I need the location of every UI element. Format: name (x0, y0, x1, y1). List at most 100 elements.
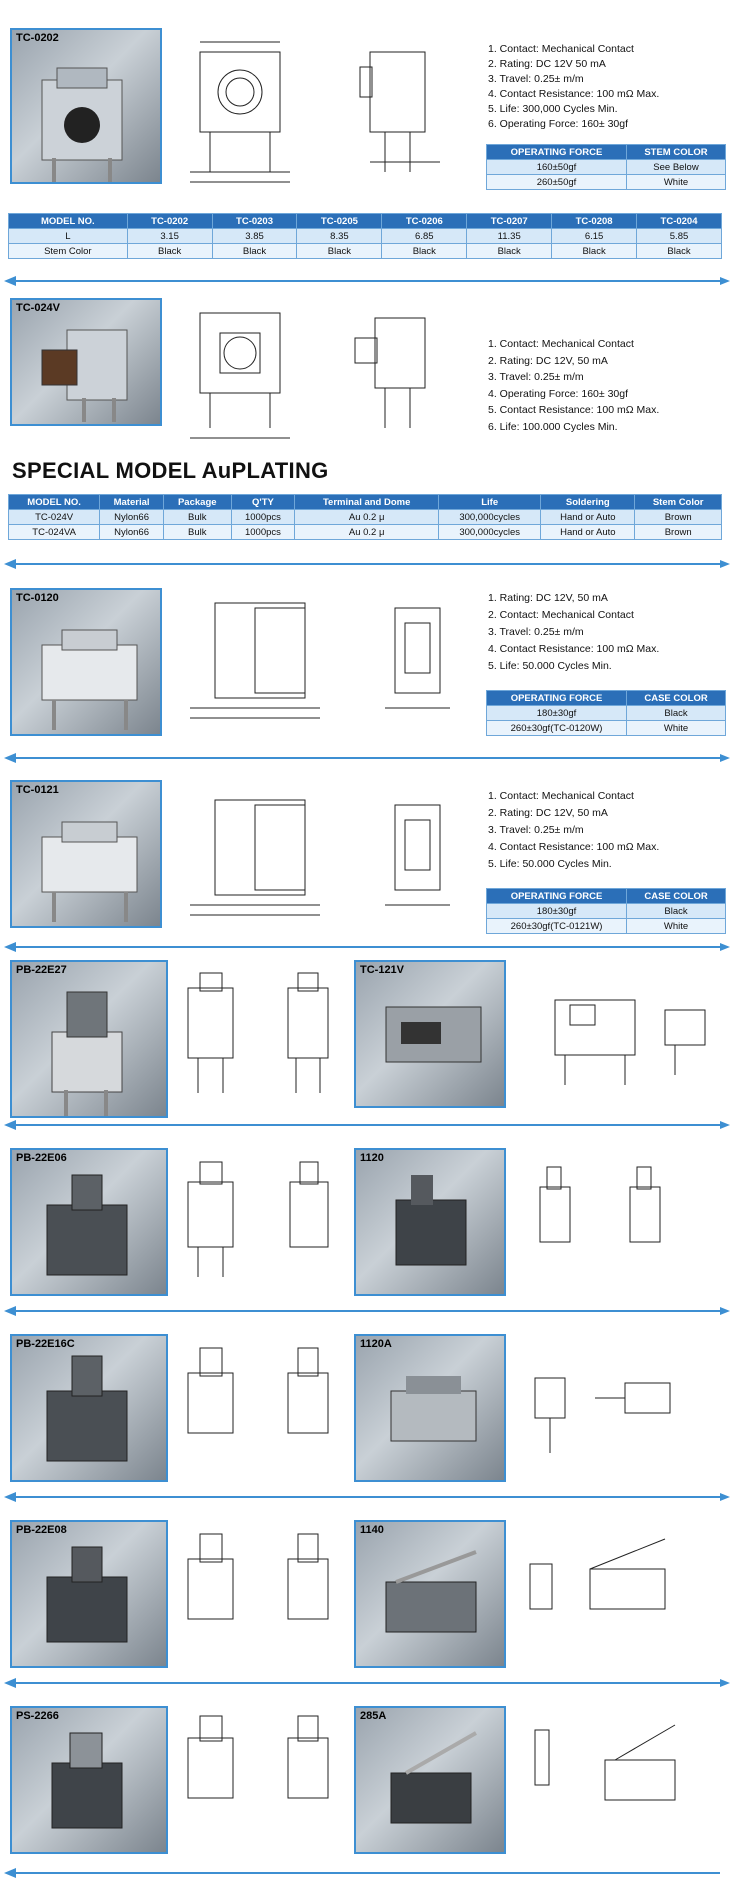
tc024v-label: TC-024V (16, 302, 61, 314)
col-header: Package (162, 494, 232, 510)
spec-line: 5. Life: 50.000 Cycles Min. (488, 858, 612, 870)
divider-arrow (8, 280, 720, 282)
col-header: TC-0208 (551, 213, 638, 229)
cell: 160±50gf (486, 159, 627, 175)
arrow-left-icon (4, 276, 16, 286)
col-header: Life (438, 494, 542, 510)
p285a-drawing (534, 1724, 676, 1801)
pb22e08-drawing (187, 1533, 329, 1620)
tc0202-specs: 1. Contact: Mechanical Contact 2. Rating… (488, 42, 659, 132)
switch-illustration (41, 329, 128, 422)
spec-line: 2. Rating: DC 12V, 50 mA (488, 354, 608, 367)
cell: White (626, 918, 726, 934)
divider-arrow (8, 1124, 720, 1126)
pb22e08-photo: PB-22E08 (10, 1520, 168, 1668)
arrow-left-icon (4, 1492, 16, 1502)
divider-arrow (8, 1310, 720, 1312)
arrow-left-icon (4, 559, 16, 569)
spec-line: 5. Contact Resistance: 100 mΩ Max. (488, 404, 660, 416)
spec-line: 4. Contact Resistance: 100 mΩ Max. (488, 88, 660, 100)
cell: 6.85 (381, 228, 468, 244)
pb22e16c-label: PB-22E16C (16, 1338, 75, 1350)
cell: Black (466, 243, 553, 259)
spec-line: 4. Operating Force: 160± 30gf (488, 387, 629, 400)
pb22e16c-drawing (187, 1347, 329, 1434)
col-header: Soldering (540, 494, 636, 510)
spec-line: 3. Travel: 0.25± m/m (488, 371, 584, 383)
cell: Bulk (162, 524, 232, 540)
cell: White (626, 174, 726, 190)
arrow-left-icon (4, 753, 16, 763)
cell: Hand or Auto (540, 509, 636, 525)
ps2266-photo: PS-2266 (10, 1706, 168, 1854)
col-header: OPERATING FORCE (486, 144, 627, 160)
spec-line: 2. Contact: Mechanical Contact (488, 609, 634, 621)
col-header: TC-0206 (381, 213, 468, 229)
spec-line: 6. Operating Force: 160± 30gf (488, 118, 629, 130)
spec-line: 4. Contact Resistance: 100 mΩ Max. (488, 841, 660, 853)
col-header: Terminal and Dome (294, 494, 440, 510)
tc0202-label: TC-0202 (16, 32, 59, 44)
spec-line: 5. Life: 300,000 Cycles Min. (488, 103, 618, 115)
special-title: SPECIAL MODEL AuPLATING (12, 458, 329, 483)
cell: 180±30gf (485, 903, 628, 919)
arrow-right-icon (720, 1307, 730, 1315)
arrow-right-icon (720, 943, 730, 951)
col-header: TC-0205 (296, 213, 383, 229)
tc0120-specs: 1. Rating: DC 12V, 50 mA 2. Contact: Mec… (488, 590, 659, 675)
p1120a-photo: 1120A (354, 1334, 506, 1482)
arrow-left-icon (4, 1120, 16, 1130)
arrow-right-icon (720, 754, 730, 762)
cell: White (626, 720, 726, 736)
cell: 3.15 (126, 228, 213, 244)
col-header: CASE COLOR (626, 690, 726, 706)
cell: Stem Color (8, 243, 128, 259)
cell: 3.85 (211, 228, 298, 244)
cell: See Below (626, 159, 726, 175)
tc0120-photo: TC-0120 (10, 588, 162, 736)
divider-arrow (8, 757, 720, 759)
col-header: Q'TY (230, 494, 296, 510)
cell: 6.15 (551, 228, 638, 244)
tc0202-drawing (190, 41, 440, 183)
switch-illustration (41, 629, 138, 730)
cell: 260±30gf(TC-0121W) (485, 918, 628, 934)
p1120-label: 1120 (360, 1152, 384, 1164)
p1120-photo: 1120 (354, 1148, 506, 1296)
cell: 8.35 (296, 228, 383, 244)
arrow-left-icon (4, 1678, 16, 1688)
pb22e06-photo: PB-22E06 (10, 1148, 168, 1296)
col-header: OPERATING FORCE (485, 690, 628, 706)
divider-arrow (8, 946, 720, 948)
tc121v-label: TC-121V (360, 964, 405, 976)
tc024v-drawing (190, 312, 426, 439)
cell: 5.85 (636, 228, 722, 244)
spec-line: 5. Life: 50.000 Cycles Min. (488, 660, 612, 672)
switch-illustration (385, 1550, 477, 1633)
cell: TC-024VA (7, 524, 101, 540)
cell: Au 0.2 μ (294, 509, 440, 525)
cell: Hand or Auto (540, 524, 636, 540)
divider-arrow (8, 1872, 720, 1874)
arrow-right-icon (720, 277, 730, 285)
spec-line: 6. Life: 100.000 Cycles Min. (488, 420, 618, 433)
arrow-right-icon (720, 560, 730, 568)
cell: Black (126, 243, 213, 259)
cell: Brown (634, 524, 722, 540)
tc0202-photo: TC-0202 (10, 28, 162, 184)
p285a-label: 285A (360, 1710, 387, 1722)
spec-line: 1. Rating: DC 12V, 50 mA (488, 592, 608, 604)
col-header: STEM COLOR (626, 144, 726, 160)
col-header: TC-0202 (126, 213, 213, 229)
col-header: OPERATING FORCE (485, 888, 628, 904)
spec-line: 3. Travel: 0.25± m/m (488, 824, 584, 836)
pb22e06-label: PB-22E06 (16, 1152, 67, 1164)
spec-line: 3. Travel: 0.25± m/m (488, 73, 584, 85)
tc0121-photo: TC-0121 (10, 780, 162, 928)
switch-illustration (46, 1355, 128, 1462)
switch-illustration (41, 67, 123, 182)
cell: 260±30gf(TC-0120W) (485, 720, 628, 736)
col-header: MODEL NO. (7, 494, 101, 510)
cell: Bulk (162, 509, 232, 525)
arrow-left-icon (4, 1306, 16, 1316)
